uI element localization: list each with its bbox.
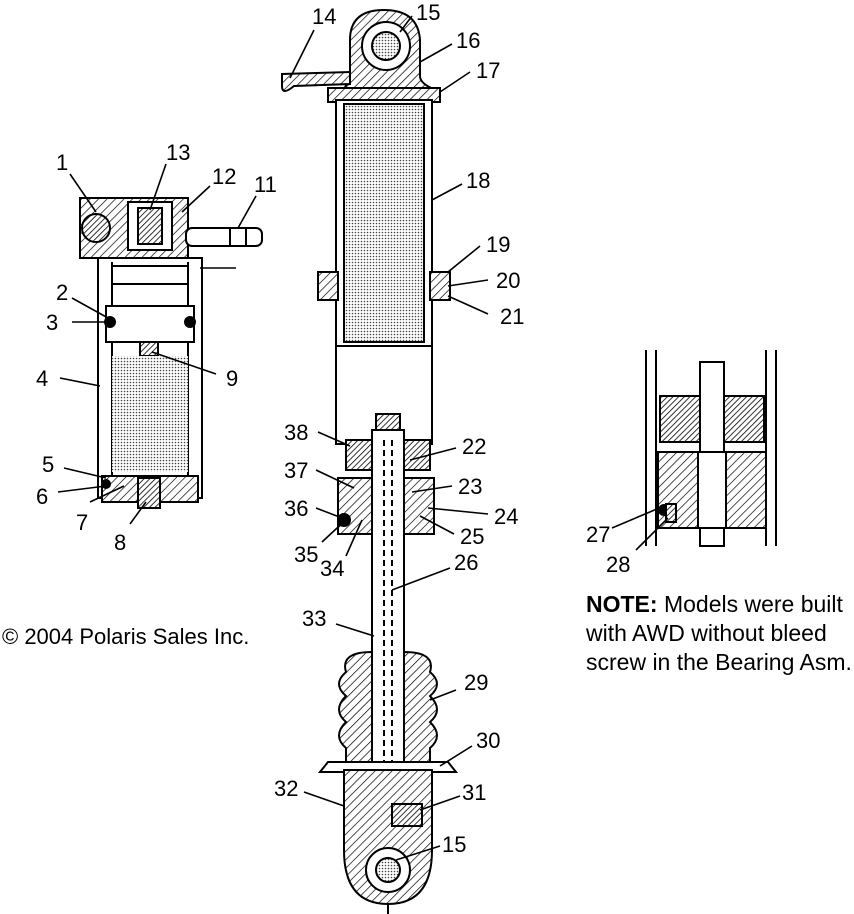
top-valve-stem [281, 70, 351, 92]
bearing-detail-view [645, 350, 777, 547]
callout-29: 29 [464, 670, 488, 695]
callout-7: 7 [76, 510, 88, 535]
note-text-1: Models were built [663, 591, 843, 617]
callout-9: 9 [226, 366, 238, 391]
callout-30: 30 [476, 728, 500, 753]
main-shock [281, 8, 459, 914]
callout-19: 19 [486, 232, 510, 257]
schrader-valve [137, 477, 161, 509]
callout-32: 32 [274, 776, 298, 801]
detail-rod-seal [697, 451, 727, 529]
leader-lines [57, 15, 669, 861]
clip-left [317, 271, 339, 301]
compression-adjuster [391, 803, 423, 827]
callout-36: 36 [284, 496, 308, 521]
callout-16: 16 [456, 28, 480, 53]
callout-23: 23 [458, 474, 482, 499]
callout-6: 6 [36, 484, 48, 509]
callout-20: 20 [496, 268, 520, 293]
callout-35: 35 [294, 542, 318, 567]
callout-27: 27 [586, 522, 610, 547]
callout-37: 37 [284, 458, 308, 483]
callout-13: 13 [166, 140, 190, 165]
callout-5: 5 [42, 452, 54, 477]
note-line-1: NOTE: Models were built [586, 590, 852, 619]
callout-3: 3 [46, 310, 58, 335]
callout-21: 21 [500, 304, 524, 329]
note-line-2: with AWD without bleed [586, 620, 827, 646]
callout-12: 12 [212, 164, 236, 189]
hose-fitting [185, 227, 263, 247]
note-line-3: screw in the Bearing Asm. [586, 649, 852, 675]
floating-piston [105, 305, 195, 343]
gas-chamber [112, 356, 188, 472]
clip-right [429, 271, 451, 301]
callout-17: 17 [476, 58, 500, 83]
adjuster-knob [81, 213, 111, 243]
top-seal [111, 265, 189, 285]
callout-15-top: 15 [416, 0, 440, 25]
callout-34: 34 [320, 556, 344, 581]
reservoir-assembly [79, 197, 263, 509]
callout-22: 22 [462, 434, 486, 459]
callout-18: 18 [466, 168, 490, 193]
callout-38: 38 [284, 420, 308, 445]
callout-11: 11 [254, 172, 277, 197]
callout-8: 8 [114, 530, 126, 555]
callout-4: 4 [36, 366, 48, 391]
note-label: NOTE: [586, 591, 658, 617]
callout-31: 31 [462, 780, 486, 805]
bump-stop [338, 650, 438, 763]
inner-sleeve [343, 103, 425, 343]
detail-bleed-screw [665, 503, 677, 523]
callout-1: 1 [56, 150, 68, 175]
callout-14: 14 [312, 4, 336, 29]
piston-oring-right [184, 316, 196, 328]
callout-28: 28 [606, 552, 630, 577]
callout-25: 25 [460, 524, 484, 549]
callout-2: 2 [56, 280, 68, 305]
callout-26: 26 [454, 550, 478, 575]
copyright-notice: © 2004 Polaris Sales Inc. [2, 624, 250, 649]
bearing-oring [337, 513, 351, 527]
callout-15-bottom: 15 [442, 832, 466, 857]
callout-labels: 1 13 12 11 2 3 4 9 5 6 7 8 14 15 16 17 1… [36, 0, 630, 857]
callout-33: 33 [302, 606, 326, 631]
note-block: NOTE: Models were built with AWD without… [586, 590, 852, 677]
callout-24: 24 [494, 504, 518, 529]
valve-disc [137, 207, 163, 245]
